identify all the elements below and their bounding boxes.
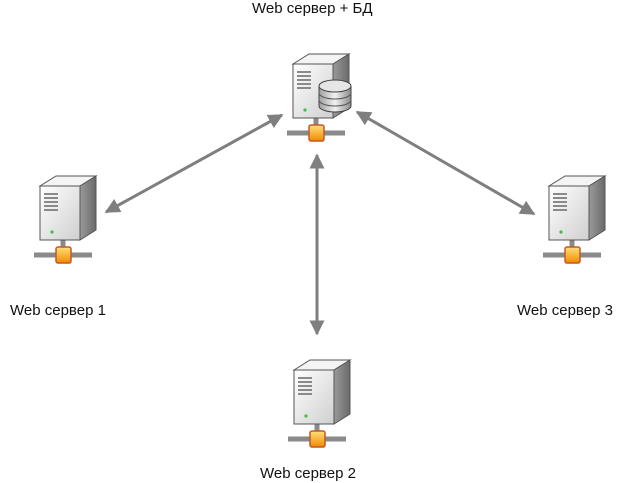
server3-node xyxy=(543,176,605,263)
main-server-label: Web сервер + БД xyxy=(252,0,373,17)
server-tower-icon xyxy=(288,360,350,447)
arrow-main-to-server1 xyxy=(104,113,284,214)
server1-label: Web сервер 1 xyxy=(10,302,106,319)
server1-node xyxy=(34,176,96,263)
server3-label: Web сервер 3 xyxy=(517,302,613,319)
main-server-node xyxy=(287,54,352,141)
server-tower-icon xyxy=(34,176,96,263)
database-icon xyxy=(318,79,352,113)
server2-label: Web сервер 2 xyxy=(260,465,356,482)
server2-node xyxy=(288,360,350,447)
arrow-main-to-server3 xyxy=(355,110,536,216)
server-tower-icon xyxy=(543,176,605,263)
